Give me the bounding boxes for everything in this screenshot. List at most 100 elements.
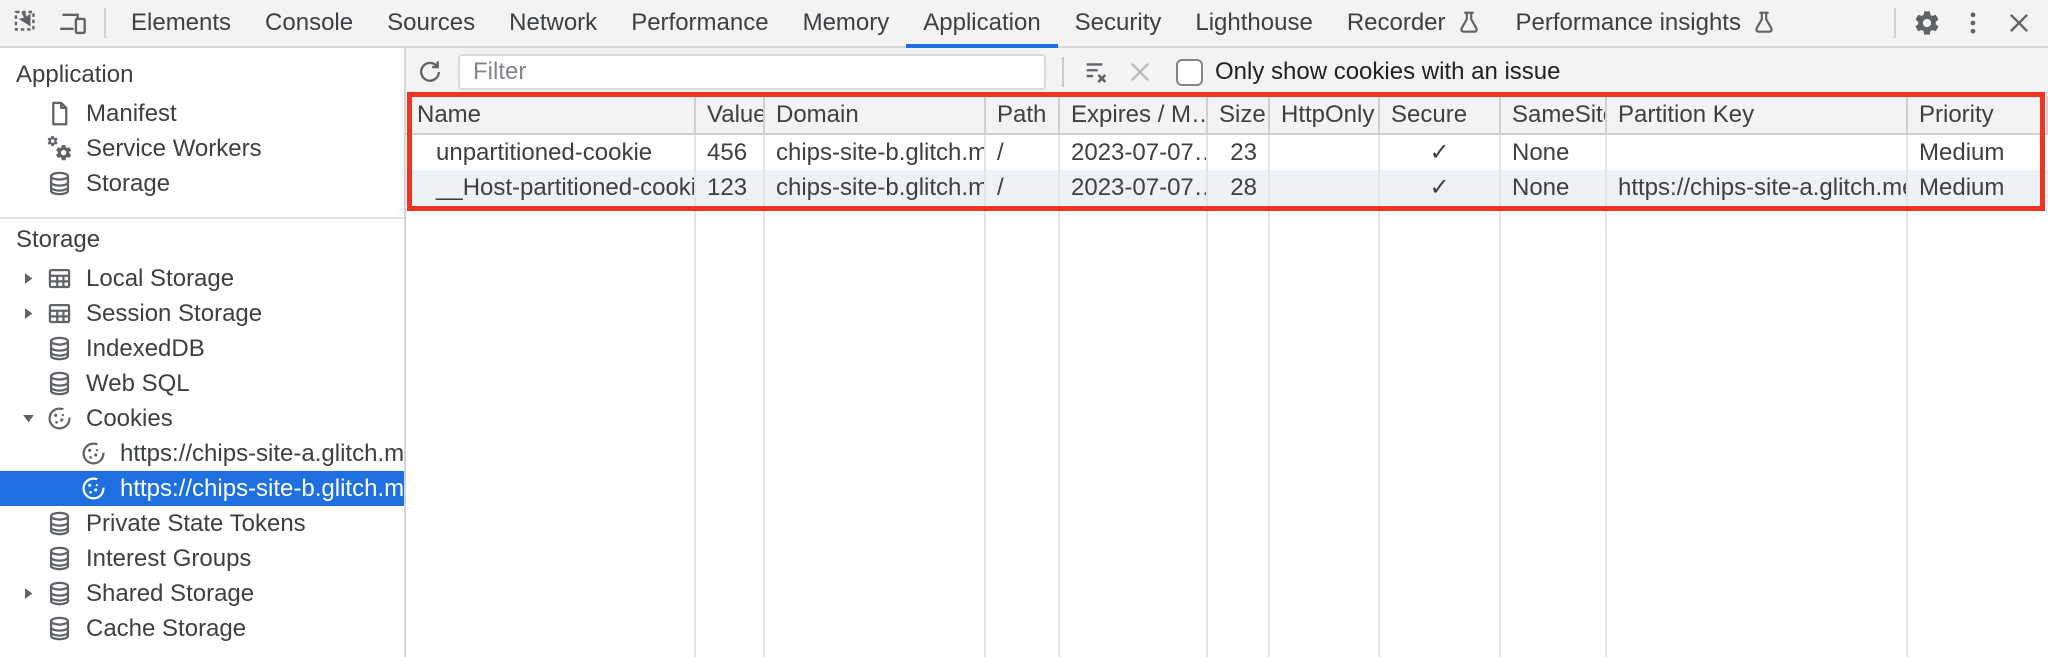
column-header-samesite[interactable]: SameSite bbox=[1501, 96, 1607, 133]
cell-expires[interactable]: 2023-07-07… bbox=[1060, 170, 1208, 205]
tab-label: Elements bbox=[131, 9, 232, 36]
tab-performance[interactable]: Performance bbox=[614, 0, 785, 46]
tab-label: Security bbox=[1074, 9, 1162, 36]
cell-samesite[interactable]: None bbox=[1501, 170, 1607, 205]
cell-value[interactable]: 456 bbox=[696, 135, 765, 170]
clear-filter-icon bbox=[1082, 58, 1110, 86]
cell-secure-checkmark[interactable]: ✓ bbox=[1380, 135, 1501, 170]
toolbar-divider bbox=[1062, 57, 1064, 87]
sidebar-item-manifest[interactable]: Manifest bbox=[0, 96, 404, 131]
cell-priority[interactable]: Medium bbox=[1919, 138, 2005, 166]
sidebar-item-storage[interactable]: Storage bbox=[0, 166, 404, 201]
cell-path[interactable]: / bbox=[986, 135, 1060, 170]
experiment-flask-icon bbox=[1456, 10, 1482, 36]
tab-label: Memory bbox=[802, 9, 890, 36]
chevron-right-icon[interactable] bbox=[20, 270, 46, 287]
toolbar-divider bbox=[1894, 8, 1896, 38]
inspect-element-button[interactable] bbox=[4, 0, 50, 46]
toggle-device-toolbar-button[interactable] bbox=[50, 0, 96, 46]
cell-partition-key[interactable]: https://chips-site-a.glitch.me bbox=[1607, 170, 1908, 205]
cell-value[interactable]: 123 bbox=[696, 170, 765, 205]
column-header-value[interactable]: Value bbox=[696, 96, 765, 133]
cell-httponly[interactable] bbox=[1270, 170, 1380, 205]
only-show-issue-label[interactable]: Only show cookies with an issue bbox=[1215, 58, 1561, 85]
cookies-filter-input[interactable] bbox=[458, 54, 1046, 90]
column-header-priority[interactable]: Priority bbox=[1908, 96, 2048, 133]
column-header-name[interactable]: Name bbox=[406, 96, 696, 133]
sidebar-item-interest-groups[interactable]: Interest Groups bbox=[0, 541, 404, 576]
tab-sources[interactable]: Sources bbox=[370, 0, 492, 46]
cell-size[interactable]: 28 bbox=[1208, 170, 1270, 205]
sidebar-item-cookies-chips-site-b[interactable]: https://chips-site-b.glitch.me bbox=[0, 471, 404, 506]
cell-path[interactable]: / bbox=[986, 170, 1060, 205]
cell-name[interactable]: __Host-partitioned-cookie bbox=[406, 170, 696, 205]
cell-domain[interactable]: chips-site-b.glitch.me bbox=[765, 170, 986, 205]
tab-performance-insights[interactable]: Performance insights bbox=[1499, 0, 1794, 46]
sidebar-item-label: Cookies bbox=[86, 404, 173, 432]
cell-name[interactable]: unpartitioned-cookie bbox=[406, 135, 696, 170]
column-header-path[interactable]: Path bbox=[986, 96, 1060, 133]
sidebar-item-web-sql[interactable]: Web SQL bbox=[0, 366, 404, 401]
close-devtools-button[interactable] bbox=[1996, 0, 2042, 46]
column-header-expires[interactable]: Expires / M… bbox=[1060, 96, 1208, 133]
sidebar-section-divider bbox=[0, 217, 404, 219]
tab-memory[interactable]: Memory bbox=[786, 0, 907, 46]
cookie-row-host-partitioned[interactable]: __Host-partitioned-cookie 123 chips-site… bbox=[406, 170, 2048, 205]
chevron-down-icon[interactable] bbox=[20, 410, 46, 427]
sidebar-item-label: https://chips-site-a.glitch.me bbox=[120, 439, 406, 467]
refresh-button[interactable] bbox=[408, 50, 452, 94]
tab-label: Application bbox=[923, 9, 1041, 36]
close-icon bbox=[2005, 9, 2033, 37]
sidebar-item-label: Service Workers bbox=[86, 134, 262, 162]
more-options-button[interactable] bbox=[1950, 0, 1996, 46]
database-icon bbox=[46, 335, 73, 362]
cell-domain[interactable]: chips-site-b.glitch.me bbox=[765, 135, 986, 170]
delete-selected-button[interactable] bbox=[1118, 50, 1162, 94]
cookies-table-empty-area bbox=[406, 205, 2048, 657]
tab-recorder[interactable]: Recorder bbox=[1330, 0, 1499, 46]
clear-filter-button[interactable] bbox=[1074, 50, 1118, 94]
column-header-secure[interactable]: Secure bbox=[1380, 96, 1501, 133]
cell-partition-key[interactable] bbox=[1607, 135, 1908, 170]
tab-label: Sources bbox=[387, 9, 476, 36]
tab-elements[interactable]: Elements bbox=[114, 0, 248, 46]
device-toolbar-icon bbox=[59, 9, 87, 37]
column-header-httponly[interactable]: HttpOnly bbox=[1270, 96, 1380, 133]
column-header-domain[interactable]: Domain bbox=[765, 96, 986, 133]
cell-samesite[interactable]: None bbox=[1501, 135, 1607, 170]
tabbar-spacer bbox=[1794, 0, 1886, 46]
cell-expires[interactable]: 2023-07-07… bbox=[1060, 135, 1208, 170]
sidebar-item-local-storage[interactable]: Local Storage bbox=[0, 261, 404, 296]
chevron-right-icon[interactable] bbox=[20, 305, 46, 322]
tab-lighthouse[interactable]: Lighthouse bbox=[1178, 0, 1329, 46]
sidebar-item-private-state-tokens[interactable]: Private State Tokens bbox=[0, 506, 404, 541]
cell-httponly[interactable] bbox=[1270, 135, 1380, 170]
tab-application[interactable]: Application bbox=[906, 0, 1059, 48]
sidebar-item-cache-storage[interactable]: Cache Storage bbox=[0, 611, 404, 646]
cell-secure-checkmark[interactable]: ✓ bbox=[1380, 170, 1501, 205]
tab-label: Lighthouse bbox=[1195, 9, 1313, 36]
only-show-issue-checkbox[interactable] bbox=[1176, 58, 1203, 86]
chevron-right-icon[interactable] bbox=[20, 585, 46, 602]
column-header-size[interactable]: Size bbox=[1208, 96, 1270, 133]
sidebar-item-label: Cache Storage bbox=[86, 614, 247, 642]
settings-button[interactable] bbox=[1904, 0, 1950, 46]
cell-priority[interactable]: Medium bbox=[1919, 173, 2005, 201]
cell-size[interactable]: 23 bbox=[1208, 135, 1270, 170]
sidebar-item-shared-storage[interactable]: Shared Storage bbox=[0, 576, 404, 611]
tab-label: Recorder bbox=[1346, 9, 1446, 36]
column-header-partition-key[interactable]: Partition Key bbox=[1607, 96, 1908, 133]
cookie-row-unpartitioned[interactable]: unpartitioned-cookie 456 chips-site-b.gl… bbox=[406, 135, 2048, 170]
sidebar-item-cookies[interactable]: Cookies bbox=[0, 401, 404, 436]
cookies-table-header: Name Value Domain Path Expires / M… Size… bbox=[406, 96, 2048, 135]
service-workers-gears-icon bbox=[46, 135, 73, 162]
tab-console[interactable]: Console bbox=[248, 0, 370, 46]
inspect-cursor-icon bbox=[13, 9, 41, 37]
sidebar-item-session-storage[interactable]: Session Storage bbox=[0, 296, 404, 331]
cookie-icon bbox=[80, 475, 107, 502]
tab-security[interactable]: Security bbox=[1058, 0, 1179, 46]
sidebar-item-cookies-chips-site-a[interactable]: https://chips-site-a.glitch.me bbox=[0, 436, 404, 471]
sidebar-item-service-workers[interactable]: Service Workers bbox=[0, 131, 404, 166]
sidebar-item-indexeddb[interactable]: IndexedDB bbox=[0, 331, 404, 366]
tab-network[interactable]: Network bbox=[492, 0, 614, 46]
